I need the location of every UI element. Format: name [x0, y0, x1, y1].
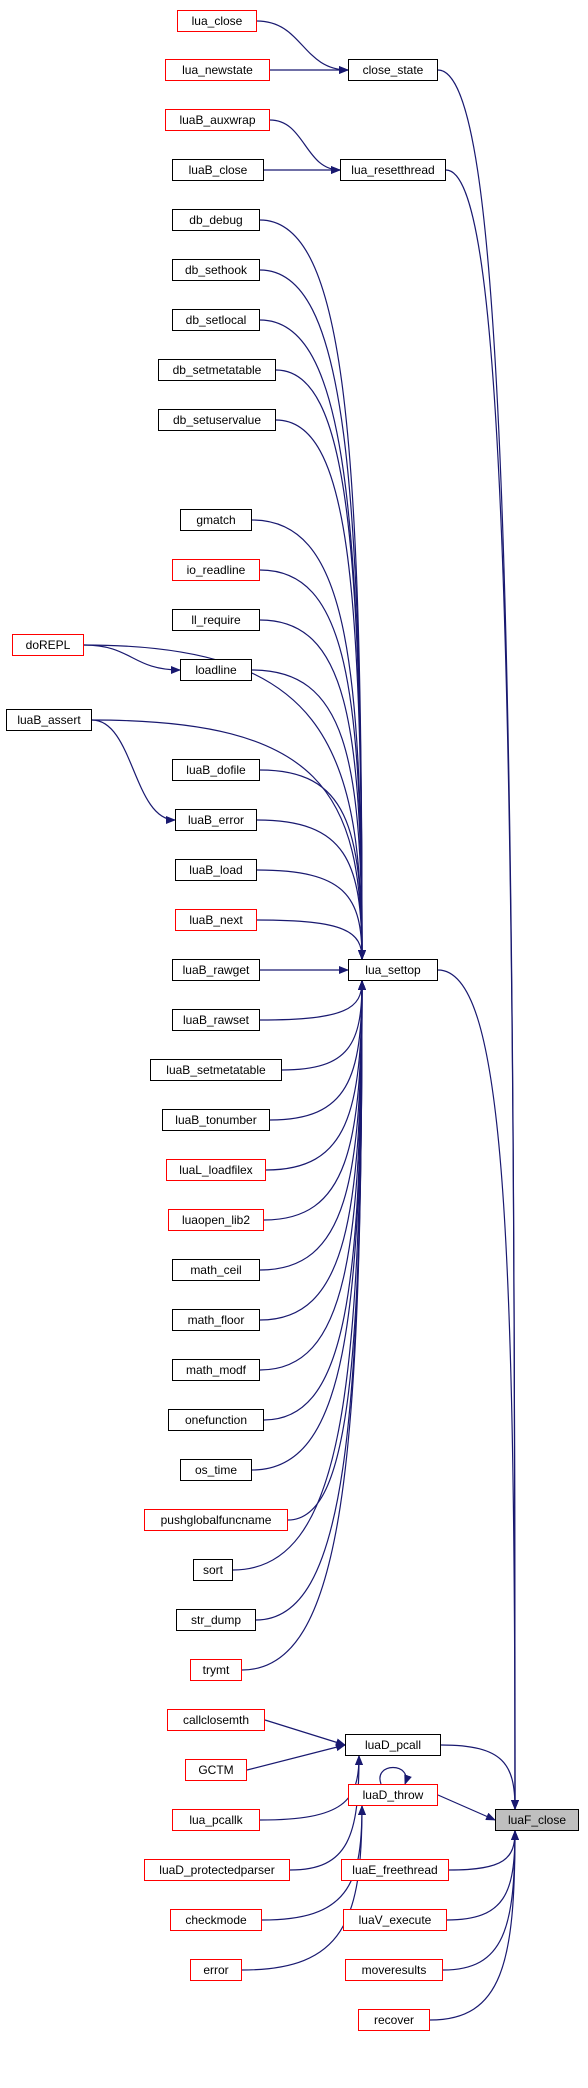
node-onefunction[interactable]: onefunction — [168, 1409, 264, 1431]
node-luab-load[interactable]: luaB_load — [175, 859, 257, 881]
node-luad-pcall[interactable]: luaD_pcall — [345, 1734, 441, 1756]
edge-lua_pcallk-to-luaD_pcall — [259, 1755, 363, 1821]
edge-io_readline-to-lua_settop — [259, 569, 366, 960]
node-luab-setmetatable[interactable]: luaB_setmetatable — [150, 1059, 282, 1081]
edge-doREPL-to-lua_settop — [83, 644, 366, 960]
node-ll-require[interactable]: ll_require — [172, 609, 260, 631]
edge-pushglobalfuncname-to-lua_settop — [287, 980, 366, 1521]
node-math-modf[interactable]: math_modf — [172, 1359, 260, 1381]
node-luab-dofile[interactable]: luaB_dofile — [172, 759, 260, 781]
node-luad-protectedparser[interactable]: luaD_protectedparser — [144, 1859, 290, 1881]
edge-callclosemth-to-luaD_pcall — [264, 1719, 346, 1747]
node-os-time[interactable]: os_time — [180, 1459, 252, 1481]
edge-luaB_rawset-to-lua_settop — [259, 980, 366, 1021]
edge-luaopen_lib2-to-lua_settop — [263, 980, 366, 1221]
edge-luaB_setmetatable-to-lua_settop — [281, 980, 366, 1071]
node-pushglobalfuncname[interactable]: pushglobalfuncname — [144, 1509, 288, 1531]
edge-math_modf-to-lua_settop — [259, 980, 366, 1371]
node-db-setlocal[interactable]: db_setlocal — [172, 309, 260, 331]
edge-os_time-to-lua_settop — [251, 980, 366, 1471]
edge-luaB_auxwrap-to-lua_resetthread — [269, 119, 341, 174]
node-db-sethook[interactable]: db_sethook — [172, 259, 260, 281]
edge-lua_close-to-close_state — [256, 20, 349, 74]
edge-db_setuservalue-to-lua_settop — [275, 419, 366, 960]
node-luab-rawset[interactable]: luaB_rawset — [172, 1009, 260, 1031]
node-gctm[interactable]: GCTM — [185, 1759, 247, 1781]
edge-luaV_execute-to-luaF_close — [446, 1830, 519, 1921]
edge-loadline-to-lua_settop — [251, 669, 366, 960]
node-lua-pcallk[interactable]: lua_pcallk — [172, 1809, 260, 1831]
node-lua-resetthread[interactable]: lua_resetthread — [340, 159, 446, 181]
node-luab-auxwrap[interactable]: luaB_auxwrap — [165, 109, 270, 131]
edge-lua_settop-to-luaF_close — [437, 969, 519, 1810]
edge-luaB_assert-to-lua_settop — [91, 719, 366, 960]
node-luav-execute[interactable]: luaV_execute — [343, 1909, 447, 1931]
edge-luaE_freethread-to-luaF_close — [448, 1830, 519, 1871]
edge-luaB_error-to-lua_settop — [256, 819, 366, 960]
node-trymt[interactable]: trymt — [190, 1659, 242, 1681]
edge-luaD_protectedparser-to-luaD_pcall — [289, 1755, 363, 1871]
edge-doREPL-to-loadline — [83, 644, 181, 674]
node-callclosemth[interactable]: callclosemth — [167, 1709, 265, 1731]
edge-moveresults-to-luaF_close — [442, 1830, 519, 1971]
edge-luaD_throw-to-luaF_close — [437, 1794, 496, 1821]
node-luab-error[interactable]: luaB_error — [175, 809, 257, 831]
node-gmatch[interactable]: gmatch — [180, 509, 252, 531]
node-lua-newstate[interactable]: lua_newstate — [165, 59, 270, 81]
node-close-state[interactable]: close_state — [348, 59, 438, 81]
edge-lua_resetthread-to-luaF_close — [445, 169, 519, 1810]
node-db-debug[interactable]: db_debug — [172, 209, 260, 231]
node-recover[interactable]: recover — [358, 2009, 430, 2031]
node-luaf-close[interactable]: luaF_close — [495, 1809, 579, 1831]
edge-luaD_throw-to-luaD_throw — [379, 1766, 412, 1785]
node-moveresults[interactable]: moveresults — [345, 1959, 443, 1981]
edge-db_debug-to-lua_settop — [259, 219, 366, 960]
node-sort[interactable]: sort — [193, 1559, 233, 1581]
edge-ll_require-to-lua_settop — [259, 619, 366, 960]
node-luae-freethread[interactable]: luaE_freethread — [341, 1859, 449, 1881]
node-luab-close[interactable]: luaB_close — [172, 159, 264, 181]
node-lua-settop[interactable]: lua_settop — [348, 959, 438, 981]
node-io-readline[interactable]: io_readline — [172, 559, 260, 581]
node-luab-assert[interactable]: luaB_assert — [6, 709, 92, 731]
node-luab-rawget[interactable]: luaB_rawget — [172, 959, 260, 981]
edge-luaB_next-to-lua_settop — [256, 919, 366, 960]
edge-luaD_pcall-to-luaF_close — [440, 1744, 519, 1810]
edge-error-to-luaD_throw — [241, 1805, 366, 1971]
edge-luaB_dofile-to-lua_settop — [259, 769, 366, 960]
edge-luaB_assert-to-luaB_error — [91, 719, 176, 824]
node-db-setuservalue[interactable]: db_setuservalue — [158, 409, 276, 431]
edge-luaB_tonumber-to-lua_settop — [269, 980, 366, 1121]
node-luab-next[interactable]: luaB_next — [175, 909, 257, 931]
node-loadline[interactable]: loadline — [180, 659, 252, 681]
edge-luaB_load-to-lua_settop — [256, 869, 366, 960]
edge-trymt-to-lua_settop — [241, 980, 366, 1671]
node-dorepl[interactable]: doREPL — [12, 634, 84, 656]
node-lual-loadfilex[interactable]: luaL_loadfilex — [166, 1159, 266, 1181]
edge-GCTM-to-luaD_pcall — [246, 1743, 346, 1771]
edge-recover-to-luaF_close — [429, 1830, 519, 2021]
edge-onefunction-to-lua_settop — [263, 980, 366, 1421]
node-luab-tonumber[interactable]: luaB_tonumber — [162, 1109, 270, 1131]
edge-close_state-to-luaF_close — [437, 69, 519, 1810]
node-luad-throw[interactable]: luaD_throw — [348, 1784, 438, 1806]
node-math-ceil[interactable]: math_ceil — [172, 1259, 260, 1281]
node-lua-close[interactable]: lua_close — [177, 10, 257, 32]
node-math-floor[interactable]: math_floor — [172, 1309, 260, 1331]
node-db-setmetatable[interactable]: db_setmetatable — [158, 359, 276, 381]
node-str-dump[interactable]: str_dump — [176, 1609, 256, 1631]
node-error[interactable]: error — [190, 1959, 242, 1981]
node-luaopen-lib2[interactable]: luaopen_lib2 — [168, 1209, 264, 1231]
node-checkmode[interactable]: checkmode — [170, 1909, 262, 1931]
